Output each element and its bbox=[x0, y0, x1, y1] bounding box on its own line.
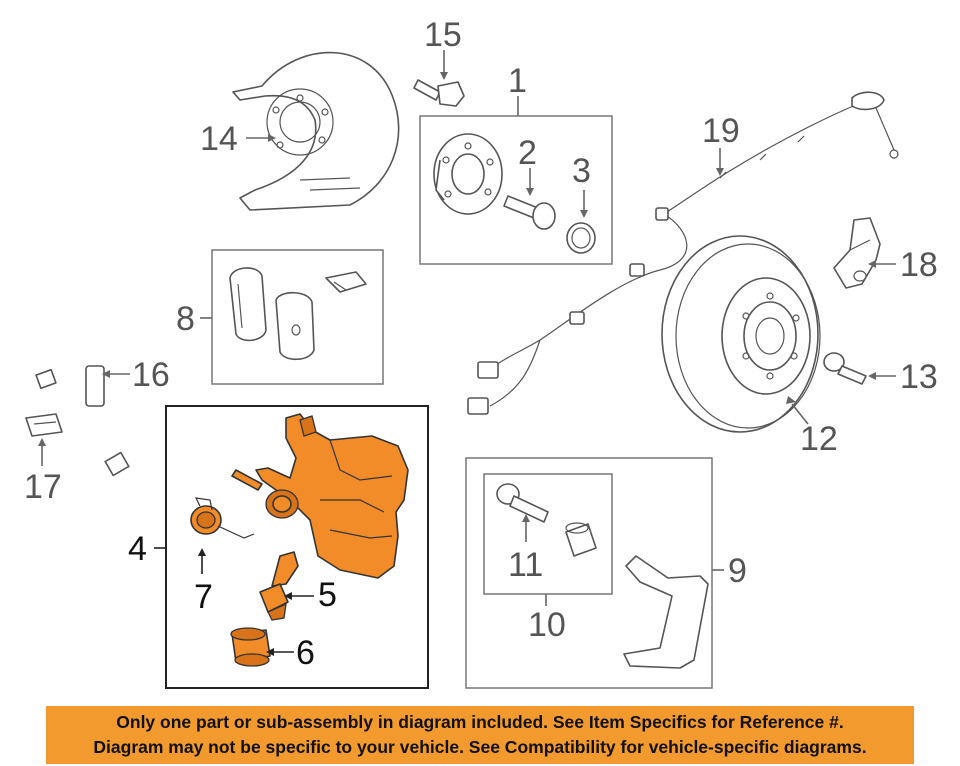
callout-6: 6 bbox=[296, 634, 315, 672]
brake-rotor-part bbox=[661, 235, 821, 433]
guide-pin-kit-box bbox=[483, 473, 613, 595]
callout-18: 18 bbox=[900, 246, 938, 284]
abs-sensor-wire-part bbox=[467, 91, 899, 415]
callout-5: 5 bbox=[318, 576, 337, 614]
arrow-14 bbox=[268, 134, 276, 142]
callout-7: 7 bbox=[194, 578, 213, 616]
guide-pin-part bbox=[496, 483, 549, 523]
callout-1: 1 bbox=[508, 62, 527, 100]
callout-4: 4 bbox=[128, 530, 147, 568]
caliper-group-box bbox=[165, 405, 429, 689]
spring-part bbox=[190, 497, 255, 539]
dust-shield-part bbox=[232, 51, 400, 211]
brake-pad-part bbox=[229, 267, 367, 361]
arrow-17 bbox=[38, 438, 46, 446]
callout-3: 3 bbox=[572, 152, 591, 190]
arrow-2 bbox=[526, 188, 534, 196]
hose-clip-part bbox=[25, 413, 63, 437]
arrow-19 bbox=[716, 168, 724, 176]
callout-16: 16 bbox=[132, 356, 170, 394]
callout-8: 8 bbox=[176, 300, 195, 338]
arrow-3 bbox=[580, 210, 588, 218]
disclaimer-banner: Only one part or sub-assembly in diagram… bbox=[46, 706, 914, 764]
arrow-13 bbox=[868, 372, 876, 380]
caliper-carrier-box bbox=[465, 457, 713, 689]
brake-caliper-part bbox=[231, 413, 409, 579]
arrow-12 bbox=[786, 396, 796, 404]
brake-hose-part bbox=[35, 325, 130, 477]
callout-14: 14 bbox=[200, 120, 238, 158]
callout-10: 10 bbox=[528, 606, 566, 644]
hub-bolt-part bbox=[503, 195, 556, 230]
pin-boot-part bbox=[565, 522, 597, 557]
arrow-15 bbox=[440, 72, 448, 80]
arrow-6 bbox=[266, 648, 274, 656]
arrow-18 bbox=[868, 260, 876, 268]
callout-2: 2 bbox=[518, 134, 537, 172]
caliper-carrier-part bbox=[623, 555, 709, 669]
callout-17: 17 bbox=[24, 468, 62, 506]
bleeder-part bbox=[259, 551, 299, 621]
banner-line-2: Diagram may not be specific to your vehi… bbox=[93, 737, 867, 757]
hub-group-box bbox=[419, 115, 613, 265]
rotor-screw-part bbox=[823, 352, 867, 385]
callout-11: 11 bbox=[508, 546, 543, 584]
brake-pads-box bbox=[211, 249, 384, 385]
arrow-5 bbox=[284, 592, 292, 600]
bushing-part bbox=[230, 627, 271, 667]
wheel-hub-part bbox=[433, 133, 503, 215]
bolt-15-part bbox=[413, 79, 465, 107]
callout-15: 15 bbox=[424, 16, 462, 54]
callout-13: 13 bbox=[900, 358, 938, 396]
arrow-7 bbox=[198, 548, 206, 556]
arrow-11 bbox=[522, 514, 530, 522]
banner-line-1: Only one part or sub-assembly in diagram… bbox=[116, 712, 844, 732]
cap-part bbox=[566, 222, 596, 254]
callout-19: 19 bbox=[702, 112, 740, 150]
arrow-16 bbox=[102, 370, 110, 378]
leader-12 bbox=[791, 403, 809, 425]
callout-9: 9 bbox=[728, 552, 747, 590]
wheel-speed-sensor-part bbox=[833, 217, 881, 289]
callout-12: 12 bbox=[800, 420, 838, 458]
